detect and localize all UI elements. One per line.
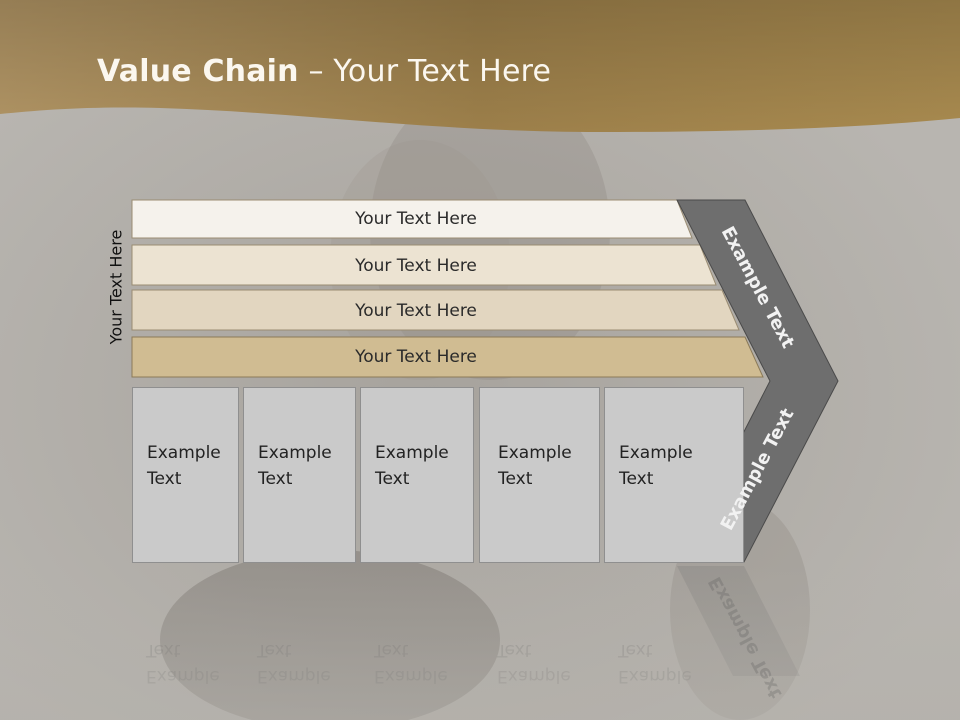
title-bold: Value Chain bbox=[97, 54, 299, 89]
row-label-3: Your Text Here bbox=[355, 301, 477, 321]
chevron-shape bbox=[676, 199, 839, 563]
title-rest: – Your Text Here bbox=[298, 54, 552, 89]
row-bar-3 bbox=[131, 289, 740, 331]
row-label-2: Your Text Here bbox=[355, 256, 477, 276]
row-bar-2 bbox=[131, 244, 717, 286]
row-bar-4 bbox=[131, 336, 764, 378]
row-label-1: Your Text Here bbox=[355, 209, 477, 229]
reflection-fade bbox=[0, 565, 960, 720]
slide-title: Value Chain – Your Text Here bbox=[97, 54, 551, 89]
row-label-4: Your Text Here bbox=[355, 347, 477, 367]
row-bar-1 bbox=[131, 199, 693, 239]
